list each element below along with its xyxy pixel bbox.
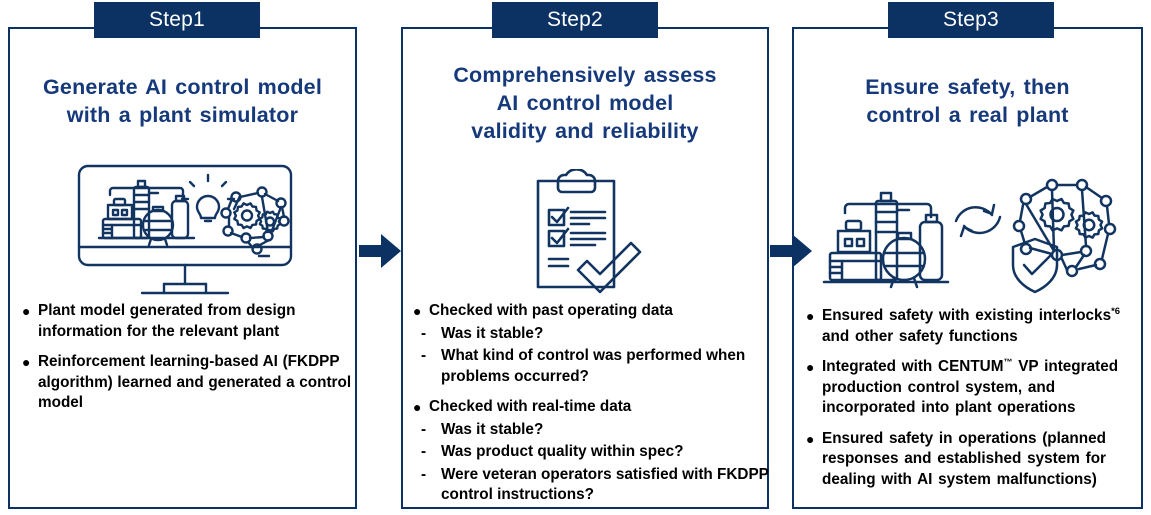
bullet-text: Ensured safety in operations (planned re… — [822, 429, 1106, 488]
bullet-item: ● Checked with past operating data — [413, 301, 769, 322]
step-1-title: Generate AI control model with a plant si… — [10, 73, 355, 129]
step-panel-3: Ensure safety, then control a real plant — [792, 27, 1143, 509]
step-3-title-line: control a real plant — [866, 103, 1069, 127]
step-3-title-line: Ensure safety, then — [865, 75, 1070, 99]
step-2-bullet-list: ●Checked with past operating data-Was it… — [413, 301, 769, 506]
bullet-item: ● Integrated with CENTUM™ VP integrated p… — [806, 357, 1144, 419]
bullet-dot-icon: ● — [413, 303, 422, 319]
bullet-item: ● Reinforcement learning-based AI (FKDPP … — [22, 352, 360, 414]
bullet-text: Were veteran operators satisfied with FK… — [441, 465, 769, 504]
bullet-text: Was it stable? — [441, 420, 544, 438]
bullet-text: Checked with past operating data — [429, 302, 673, 319]
step-1-title-line: with a plant simulator — [66, 103, 299, 127]
sub-bullet-item: -What kind of control was performed when… — [413, 346, 769, 387]
bullet-dash-icon: - — [421, 420, 427, 438]
bullet-dot-icon: ● — [806, 359, 815, 375]
plant-sync-ai-shield-icon — [822, 178, 1117, 294]
bullet-dot-icon: ● — [22, 303, 31, 319]
bullet-item: ● Ensured safety in operations (planned r… — [806, 429, 1144, 491]
bullet-dash-icon: - — [421, 324, 427, 342]
sub-bullet-item: -Were veteran operators satisfied with F… — [413, 465, 769, 506]
step-panel-1: Generate AI control model with a plant si… — [8, 27, 357, 509]
bullet-dot-icon: ● — [413, 399, 422, 415]
bullet-dash-icon: - — [421, 465, 427, 483]
step-3-tab: Step3 — [888, 2, 1054, 38]
bullet-item: ● Checked with real-time data — [413, 397, 769, 418]
bullet-dash-icon: - — [421, 347, 427, 364]
step-2-tab: Step2 — [492, 2, 658, 38]
bullet-dot-icon: ● — [806, 308, 815, 324]
bullet-text: Ensured safety with existing interlocks*… — [822, 305, 1121, 345]
bullet-text: Plant model generated from design inform… — [38, 302, 296, 340]
step-1-bullet-list: ● Plant model generated from design infor… — [22, 301, 360, 414]
step-3-bullet-list: ● Ensured safety with existing interlocks… — [806, 306, 1144, 490]
bullet-text: What kind of control was performed when … — [441, 347, 746, 385]
bullet-item: ● Plant model generated from design infor… — [22, 301, 360, 342]
bullet-text: Was product quality within spec? — [441, 443, 684, 460]
bullet-text: Integrated with CENTUM™ VP integrated pr… — [822, 356, 1119, 416]
trademark-symbol: ™ — [1003, 356, 1013, 367]
step-panel-2: Comprehensively assess AI control model va… — [401, 27, 769, 509]
flow-arrow-step1-to-step2 — [359, 234, 401, 268]
sub-bullet-item: -Was product quality within spec? — [413, 442, 769, 463]
bullet-item: ● Ensured safety with existing interlocks… — [806, 306, 1144, 347]
bullet-text: Reinforcement learning-based AI (FKDPP a… — [38, 353, 352, 411]
step-2-title-line: AI control model — [496, 91, 674, 115]
bullet-dash-icon: - — [421, 443, 427, 460]
bullet-text: Was it stable? — [441, 324, 544, 342]
step-3-title: Ensure safety, then control a real plant — [794, 73, 1141, 129]
sub-bullet-item: -Was it stable? — [413, 324, 769, 345]
step-1-tab: Step1 — [94, 2, 260, 38]
step-1-title-line: Generate AI control model — [42, 75, 322, 99]
bullet-dot-icon: ● — [806, 430, 815, 447]
clipboard-checklist-checkmark-icon — [536, 169, 642, 294]
bullet-dot-icon: ● — [22, 354, 31, 370]
step-2-title-line: Comprehensively assess — [453, 63, 717, 87]
monitor-plant-simulator-ai-icon — [77, 164, 293, 295]
step-2-title: Comprehensively assess AI control model va… — [403, 61, 767, 145]
step-2-title-line: validity and reliability — [471, 119, 699, 143]
footnote-reference: *6 — [1111, 305, 1121, 317]
flow-arrow-step2-to-step3 — [770, 234, 812, 268]
sub-bullet-item: -Was it stable? — [413, 420, 769, 441]
bullet-text: Checked with real-time data — [429, 398, 632, 415]
